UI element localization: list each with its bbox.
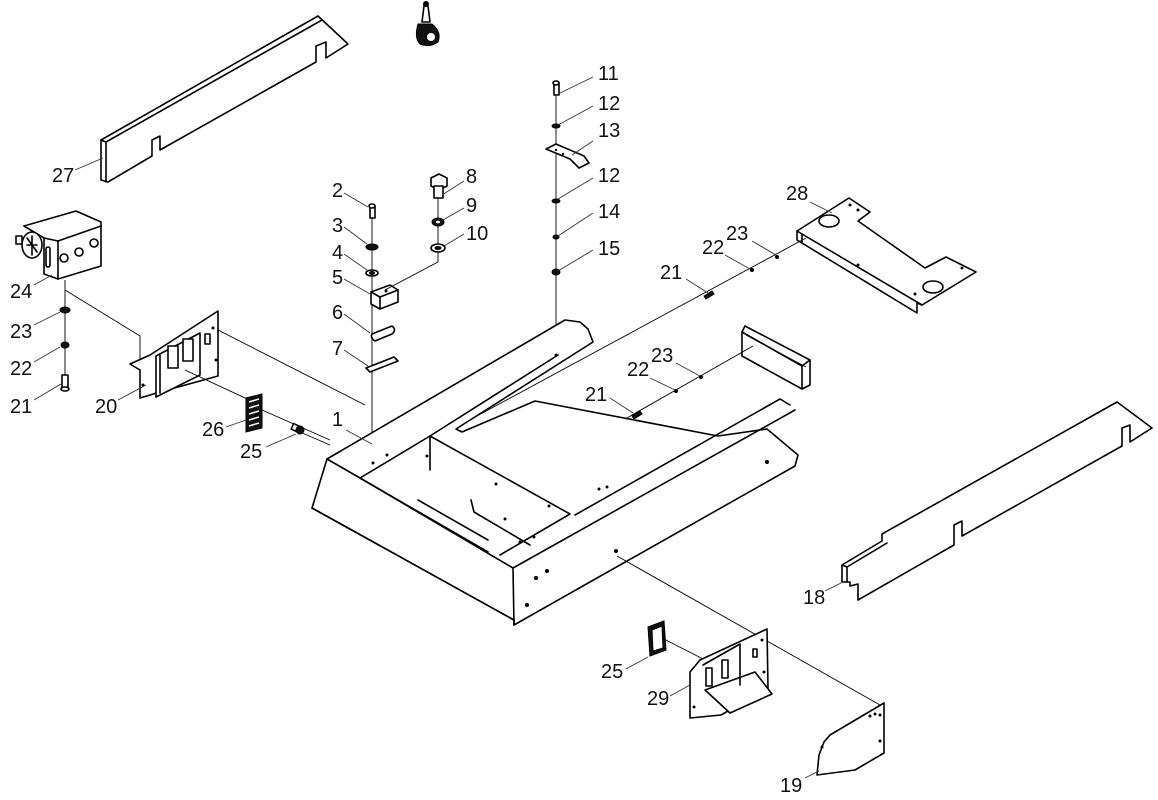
fastener-stack-11-15 [545,80,590,355]
callout-labels: 27 2 3 4 5 6 7 8 9 10 11 12 13 12 14 15 … [10,63,825,797]
callout-22-lower: 22 [627,359,649,381]
callout-14: 14 [598,201,620,223]
callout-28: 28 [786,183,808,205]
callout-25-right: 25 [601,661,623,683]
part-19-cover-plate [816,702,885,776]
callout-21-lower: 21 [585,384,607,406]
callout-23-left: 23 [10,321,32,343]
fastener-stack-left [59,280,141,392]
part-handle-box [741,325,811,390]
callout-23-upper: 23 [726,223,748,245]
part-25-screw-left [290,422,305,435]
fastener-stack-2-7 [365,203,399,465]
callout-6: 6 [332,302,343,324]
callout-10: 10 [466,223,488,245]
callout-7: 7 [332,338,343,360]
part-27-side-rail [100,15,349,183]
part-24-control-box [15,210,102,280]
part-25-handle [647,620,706,661]
callout-23-lower: 23 [651,345,673,367]
callout-8: 8 [466,166,477,188]
callout-26: 26 [202,419,224,441]
callout-27: 27 [52,165,74,187]
part-20-switch-plate [129,310,366,406]
fastener-line-upper [439,237,807,437]
callout-leaders [33,76,846,779]
callout-18: 18 [803,587,825,609]
callout-15: 15 [598,238,620,260]
part-1-main-frame [311,319,799,626]
part-28-bracket [796,197,977,314]
callout-22-upper: 22 [702,237,724,259]
callout-29: 29 [647,688,669,710]
callout-5: 5 [332,267,343,289]
callout-1: 1 [332,409,343,431]
assembly-line-1-left [299,431,331,446]
callout-11: 11 [598,63,619,85]
callout-25-left: 25 [240,441,262,463]
callout-12-lower: 12 [598,165,620,187]
part-18-side-rail [841,401,1153,601]
part-26-grill [245,393,331,441]
callout-22-left: 22 [10,358,32,380]
callout-21-left: 21 [10,396,32,418]
callout-20: 20 [95,396,117,418]
callout-12-upper: 12 [598,93,620,115]
callout-19: 19 [780,775,802,797]
callout-13: 13 [598,120,620,142]
callout-4: 4 [332,242,343,264]
callout-9: 9 [466,195,477,217]
fastener-stack-8-10 [384,173,448,291]
assembly-line-19 [616,555,881,706]
callout-21-upper: 21 [660,262,682,284]
callout-2: 2 [332,180,343,202]
callout-24: 24 [10,281,32,303]
callout-3: 3 [332,215,343,237]
joystick-icon [415,1,440,47]
part-29-switch-plate [689,628,773,719]
